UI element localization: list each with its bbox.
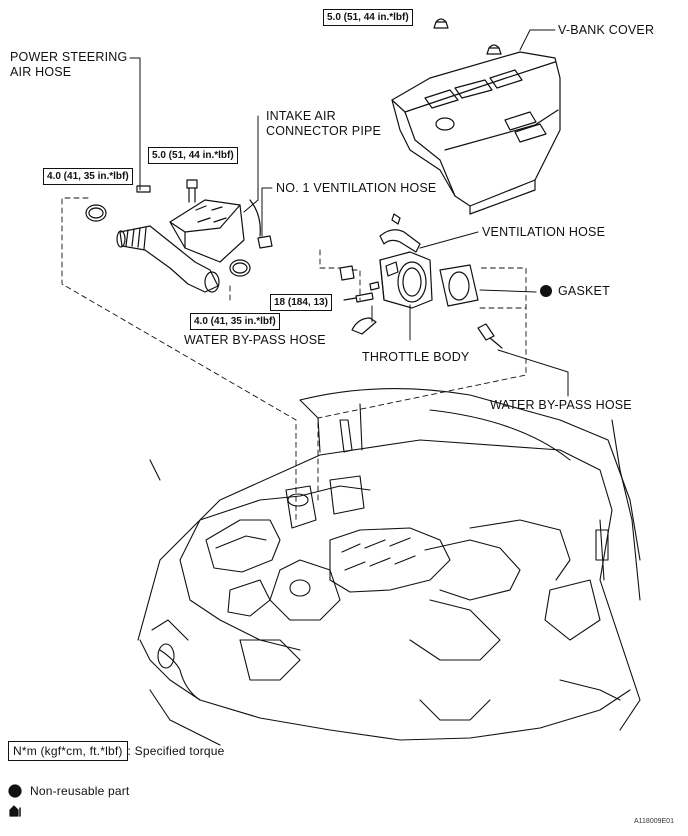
label-gasket-text: GASKET xyxy=(558,284,610,298)
legend-torque-unit: N*m (kgf*cm, ft.*lbf) xyxy=(8,741,128,761)
label-intake-line1: INTAKE AIR xyxy=(266,109,336,123)
v-bank-cover-part xyxy=(391,51,561,215)
torque-box-intake-bolt: 5.0 (51, 44 in.*lbf) xyxy=(148,147,238,164)
label-intake-line2: CONNECTOR PIPE xyxy=(266,124,382,138)
leader-lines xyxy=(129,29,569,397)
water-bypass-hose-right-part xyxy=(477,323,503,349)
intake-air-connector-pipe-part xyxy=(116,199,245,293)
torque-box-throttle-bolt: 18 (184, 13) xyxy=(270,294,332,311)
no1-ventilation-hose-part xyxy=(249,199,273,249)
label-water-bypass-hose-left: WATER BY-PASS HOSE xyxy=(184,333,326,347)
label-v-bank-cover: V-BANK COVER xyxy=(558,23,655,37)
label-water-bypass-hose-right: WATER BY-PASS HOSE xyxy=(490,398,632,412)
label-power-steering-air-hose: POWER STEERING AIR HOSE xyxy=(10,50,127,80)
power-steering-air-hose-part xyxy=(136,185,151,193)
torque-box-vbank-nut: 5.0 (51, 44 in.*lbf) xyxy=(323,9,413,26)
document-mark-icon xyxy=(9,805,21,817)
water-bypass-hose-left-part xyxy=(351,317,377,335)
label-intake-air-connector-pipe: INTAKE AIR CONNECTOR PIPE xyxy=(266,109,381,139)
intake-bolt xyxy=(186,179,198,203)
label-throttle-body: THROTTLE BODY xyxy=(362,350,470,364)
hose-clamp-upper xyxy=(85,204,107,222)
vehicle-engine-bay xyxy=(137,388,641,746)
hose-clamp-lower xyxy=(229,259,251,277)
label-no1-ventilation-hose: NO. 1 VENTILATION HOSE xyxy=(276,181,437,195)
figure-code: A118009E01 xyxy=(634,818,674,825)
label-power-steering-line2: AIR HOSE xyxy=(10,65,72,79)
legend-torque: N*m (kgf*cm, ft.*lbf): Specified torque xyxy=(8,741,225,761)
torque-box-clamp-lower: 4.0 (41, 35 in.*lbf) xyxy=(190,313,280,330)
throttle-bolt xyxy=(343,281,380,303)
label-gasket: GASKET xyxy=(540,284,610,299)
torque-box-clamp-upper: 4.0 (41, 35 in.*lbf) xyxy=(43,168,133,185)
throttle-body-part xyxy=(339,251,433,309)
assembly-dash-lines xyxy=(61,197,527,521)
gasket-part xyxy=(439,264,479,307)
v-bank-nut-2 xyxy=(486,44,502,55)
v-bank-nut xyxy=(433,18,449,29)
filled-circle-icon xyxy=(8,784,22,798)
legend-torque-desc: : Specified torque xyxy=(127,744,225,758)
label-power-steering-line1: POWER STEERING xyxy=(10,50,128,64)
legend-nonreusable: Non-reusable part xyxy=(30,784,130,798)
non-reusable-marker-icon xyxy=(540,285,552,297)
label-ventilation-hose: VENTILATION HOSE xyxy=(482,225,606,239)
ventilation-hose-part xyxy=(379,213,421,253)
